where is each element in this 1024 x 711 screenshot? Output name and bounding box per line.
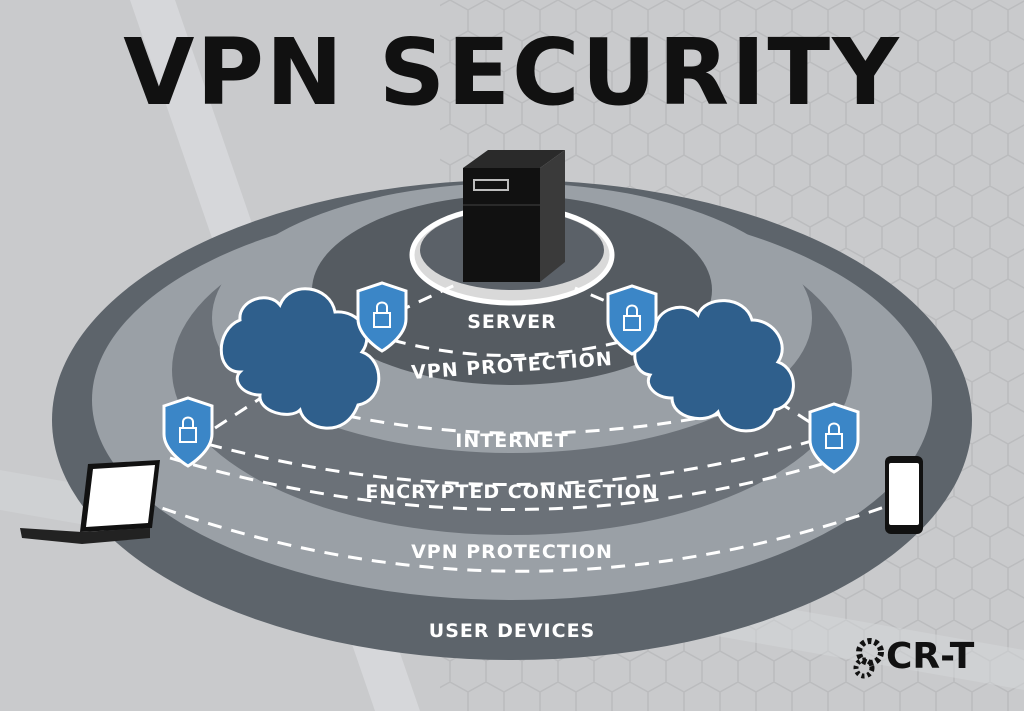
shield-lock-icon-outer-right xyxy=(808,402,860,474)
server-tower-icon xyxy=(463,150,565,282)
label-vpn-protection-outer: VPN PROTECTION xyxy=(411,541,613,563)
shield-lock-icon-outer-left xyxy=(162,396,214,468)
smartphone-icon xyxy=(885,456,923,534)
label-server: SERVER xyxy=(467,311,557,333)
laptop-icon xyxy=(20,460,160,544)
label-internet: INTERNET xyxy=(455,430,568,452)
gears-icon xyxy=(853,638,884,679)
label-encrypted-connection: ENCRYPTED CONNECTION xyxy=(365,481,658,503)
arc-inner xyxy=(391,336,636,357)
label-user-devices: USER DEVICES xyxy=(429,620,595,642)
cloud-icon-left xyxy=(219,287,381,430)
arc-outer xyxy=(139,498,891,573)
link-right-server xyxy=(574,286,831,437)
arc-internet xyxy=(299,403,751,435)
page-title: VPN SECURITY xyxy=(123,19,900,126)
arc-encrypted-2 xyxy=(169,456,836,511)
arc-encrypted-1 xyxy=(184,436,816,486)
shield-lock-icon-inner-right xyxy=(606,284,658,356)
logo-text: CR-T xyxy=(886,636,975,677)
cloud-icon-right xyxy=(633,299,795,433)
shield-lock-icon-inner-left xyxy=(356,281,408,353)
